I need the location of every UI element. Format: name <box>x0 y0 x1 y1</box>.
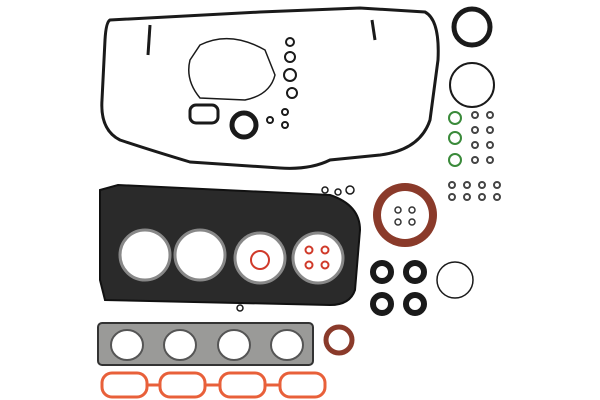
valve-stem-seals <box>370 260 427 316</box>
cam-seal <box>323 324 355 356</box>
small-orings <box>266 37 298 129</box>
intake-manifold-gasket <box>100 371 327 399</box>
cylinder-head-gasket <box>99 183 362 307</box>
crankshaft-seal <box>373 183 437 247</box>
large-seal-ring <box>451 6 493 48</box>
exhaust-manifold-gasket <box>97 322 314 366</box>
thin-oring-2 <box>436 261 474 299</box>
small-orings-mid <box>236 185 355 312</box>
seal-ring <box>229 110 259 140</box>
green-orings <box>448 111 462 167</box>
water-pump-gasket <box>188 37 276 125</box>
valve-cover-gasket <box>100 6 440 170</box>
small-washers <box>448 111 501 201</box>
thin-oring <box>449 62 495 108</box>
